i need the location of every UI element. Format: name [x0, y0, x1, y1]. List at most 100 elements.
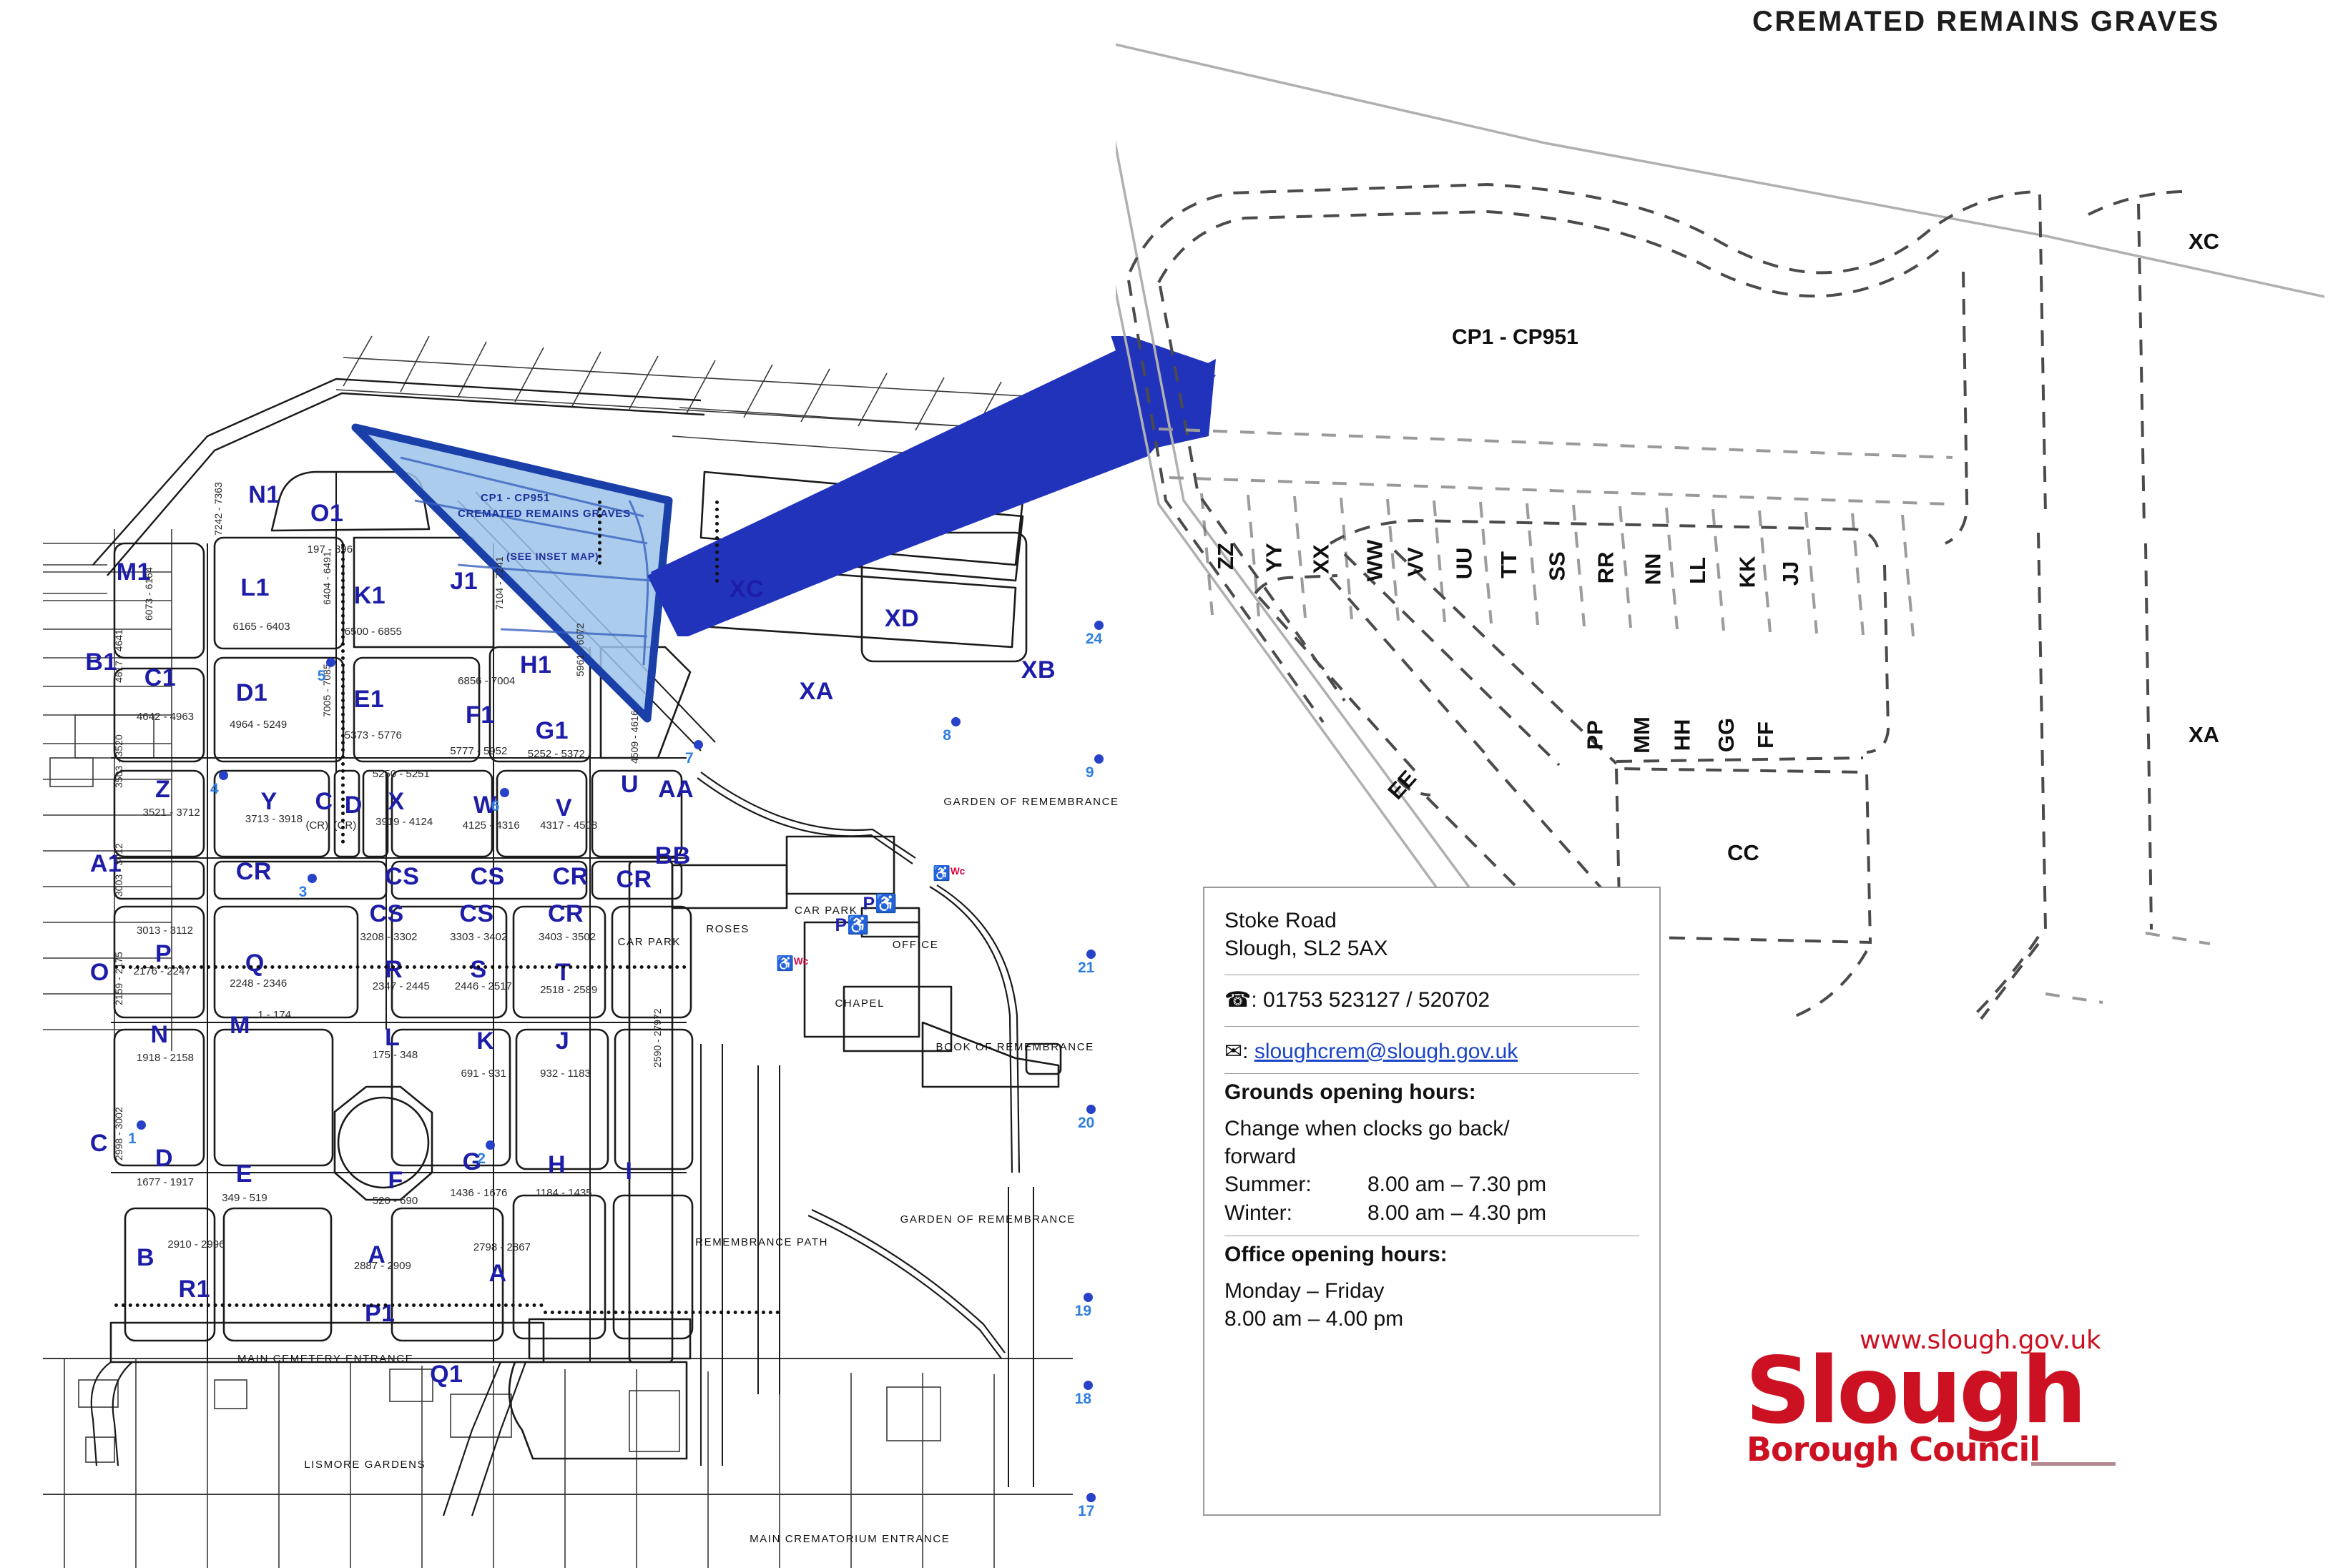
- plot-range-g: 1436 - 1676: [450, 1187, 508, 1200]
- plot-label-bb: BB: [654, 842, 691, 870]
- plot-label-h1: H1: [519, 651, 552, 679]
- summer-hours-row: Summer: 8.00 am – 7.30 pm: [1224, 1170, 1639, 1199]
- map-marker-dot-8[interactable]: [951, 716, 961, 726]
- plot-label-d: D: [344, 791, 363, 819]
- inset-section-tt: TT: [1495, 551, 1521, 578]
- plot-range-l: 175 - 348: [372, 1048, 418, 1061]
- plot-range-cs: 3208 - 3302: [360, 931, 418, 943]
- plot-label-c: C: [89, 1129, 108, 1157]
- inset-section-xx: XX: [1308, 544, 1334, 574]
- plot-range-d: 1677 - 1917: [136, 1175, 195, 1188]
- plot-range-s: 2446 - 2517: [454, 980, 512, 993]
- office-days: Monday – Friday: [1224, 1279, 1385, 1303]
- map-marker-dot-1[interactable]: [136, 1120, 146, 1130]
- plot-range-f: 520 - 690: [372, 1194, 418, 1207]
- amenity-car-park: CAR PARK: [617, 935, 682, 948]
- map-marker-dot-3[interactable]: [307, 873, 317, 883]
- plot-range-l1: 6165 - 6403: [232, 621, 290, 633]
- highlight-label-line3: (SEE INSET MAP): [506, 551, 599, 562]
- plot-label-z: Z: [155, 776, 171, 803]
- map-marker-dot-7[interactable]: [693, 740, 703, 750]
- inset-section-xa: XA: [2189, 722, 2220, 747]
- inset-section-zz: ZZ: [1212, 543, 1238, 570]
- plot-label-r1: R1: [178, 1275, 211, 1303]
- map-marker-dot-5[interactable]: [325, 658, 335, 668]
- plot-label-a: A: [368, 1241, 386, 1268]
- grounds-hours-heading: Grounds opening hours:: [1224, 1080, 1476, 1104]
- vertical-range-1: 7242 - 7363: [212, 481, 225, 536]
- amenity-garden-of-remembrance: GARDEN OF REMEMBRANCE: [900, 1213, 1076, 1226]
- inset-section-xc: XC: [2189, 229, 2220, 254]
- map-marker-dot-17[interactable]: [1086, 1492, 1096, 1502]
- section-divider-vertical-2: [598, 501, 601, 565]
- inset-section-ww: WW: [1362, 539, 1388, 582]
- phone-icon: ☎: [1224, 987, 1252, 1012]
- map-marker-number-19: 19: [1074, 1302, 1092, 1319]
- plot-range-cs: 3303 - 3402: [450, 931, 508, 943]
- highlight-label-line1: CP1 - CP951: [481, 492, 551, 504]
- winter-label: Winter:: [1224, 1201, 1293, 1226]
- plot-range-a: 2887 - 2909: [353, 1260, 411, 1273]
- email-row: ✉: sloughcrem@slough.gov.uk: [1224, 1037, 1639, 1065]
- plot-range-a: 2798 - 2867: [473, 1241, 531, 1253]
- section-divider-vertical-1: [341, 543, 345, 844]
- map-marker-number-9: 9: [1085, 764, 1094, 781]
- plot-label-x: X: [388, 788, 405, 816]
- plot-range-r: 2347 - 2445: [372, 980, 430, 993]
- plot-label-m1: M1: [116, 558, 151, 586]
- plot-range-g1: 5252 - 5372: [527, 747, 585, 760]
- envelope-icon: ✉: [1224, 1039, 1243, 1064]
- map-marker-number-20: 20: [1078, 1115, 1095, 1132]
- office-hours-heading: Office opening hours:: [1224, 1243, 1448, 1267]
- inset-section-kk: KK: [1734, 556, 1760, 588]
- inset-block-label-cp1-cp951: CP1 - CP951: [1452, 325, 1578, 349]
- plot-label-d: D: [155, 1145, 174, 1173]
- plot-label-g: G: [462, 1148, 482, 1175]
- plot-label-cr: CR: [616, 865, 652, 893]
- plot-range-cr: 3403 - 3502: [538, 931, 596, 943]
- logo-underline: [2031, 1462, 2116, 1466]
- vertical-range-7: 3503 - 3520: [113, 734, 125, 789]
- email-link[interactable]: sloughcrem@slough.gov.uk: [1254, 1040, 1518, 1063]
- plot-range-v: 4317 - 4508: [540, 819, 598, 832]
- vertical-range-4: 7104 - 7241: [493, 556, 506, 610]
- plot-range-f1: 5777 - 5952: [450, 744, 508, 757]
- plot-label-w: W: [473, 791, 497, 819]
- plot-label-k: K: [476, 1027, 495, 1055]
- inset-section-nn: NN: [1640, 553, 1666, 586]
- inset-section-ll: LL: [1684, 557, 1710, 584]
- plot-label-b: B: [136, 1244, 155, 1272]
- map-marker-dot-9[interactable]: [1094, 754, 1104, 764]
- plot-range-k: 691 - 931: [461, 1067, 506, 1080]
- plot-range-c: (CR): [305, 819, 329, 832]
- plot-label-o: O: [89, 959, 109, 987]
- map-marker-dot-19[interactable]: [1083, 1292, 1093, 1302]
- plot-label-cs: CS: [369, 899, 404, 927]
- map-marker-number-8: 8: [943, 726, 951, 744]
- vertical-range-8: 3003 - 3012: [113, 843, 125, 897]
- section-divider-vertical-3: [715, 501, 719, 583]
- map-marker-number-21: 21: [1078, 960, 1095, 977]
- plot-label-b1: B1: [85, 649, 117, 676]
- map-marker-dot-6[interactable]: [499, 788, 509, 798]
- map-marker-dot-20[interactable]: [1086, 1105, 1096, 1115]
- plot-range-h1: 6856 - 7004: [458, 674, 516, 687]
- plot-range-e1b: 5250 - 5251: [372, 768, 430, 781]
- map-marker-dot-4[interactable]: [218, 771, 228, 781]
- plot-label-c: C: [315, 788, 333, 816]
- plot-range-x: 3919 - 4124: [375, 816, 433, 829]
- plot-label-cr: CR: [548, 899, 584, 927]
- plot-label-k1: K1: [353, 581, 386, 609]
- inset-section-cc: CC: [1727, 840, 1759, 865]
- highlight-label-line2: CREMATED REMAINS GRAVES: [458, 508, 632, 520]
- parking-icon-0: P♿: [863, 893, 898, 914]
- map-marker-dot-24[interactable]: [1094, 621, 1104, 630]
- inset-section-jj: JJ: [1778, 561, 1804, 586]
- plot-label-cs: CS: [385, 862, 420, 890]
- map-marker-dot-21[interactable]: [1086, 950, 1096, 960]
- amenity-car-park: CAR PARK: [795, 904, 858, 917]
- map-marker-dot-2[interactable]: [486, 1140, 496, 1150]
- plot-label-q1: Q1: [430, 1361, 463, 1389]
- plot-label-xc: XC: [729, 576, 765, 603]
- map-marker-dot-18[interactable]: [1083, 1381, 1093, 1391]
